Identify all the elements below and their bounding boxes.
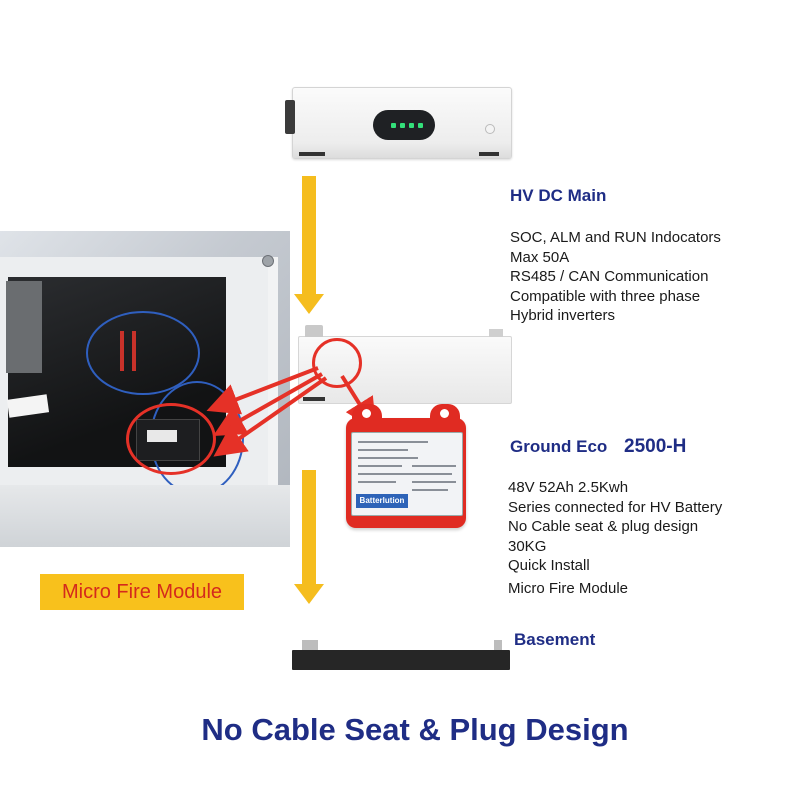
base-plate	[0, 485, 290, 547]
mounting-ear	[430, 404, 460, 424]
basement-title: Basement	[514, 630, 596, 649]
top-tab	[302, 640, 318, 650]
side-connector	[285, 100, 295, 134]
spec-item: RS485 / CAN Communication	[510, 268, 709, 285]
spec-item: 48V 52Ah 2.5Kwh	[508, 479, 629, 496]
down-arrow-icon	[294, 584, 324, 604]
brand-label: Batterlution	[356, 494, 408, 508]
power-button	[485, 124, 495, 134]
hv-dc-main-title: HV DC Main	[510, 186, 607, 205]
spec-item: 30KG	[508, 537, 547, 555]
micro-fire-module-label: Batterlution	[346, 404, 466, 528]
top-tab	[494, 640, 502, 650]
ground-eco-name: Ground Eco	[510, 437, 608, 456]
spec-item: Series connected for HV Battery	[508, 498, 723, 516]
led-indicator	[391, 123, 396, 128]
unit-bottom-strip	[293, 144, 511, 158]
ground-eco-title: Ground Eco 2500-H	[510, 436, 686, 458]
red-wire	[132, 331, 136, 371]
callout-arrow	[213, 376, 328, 457]
circuit-board	[6, 281, 42, 373]
vent-slot	[299, 152, 325, 156]
spec-sticker: Batterlution	[351, 432, 463, 516]
led-display	[373, 110, 435, 140]
callout-arrow	[206, 366, 319, 415]
vent-slot	[303, 397, 325, 401]
top-tab	[489, 329, 503, 337]
callout-arrow	[213, 372, 323, 436]
red-wire	[120, 331, 124, 371]
arrow-shaft	[302, 470, 316, 586]
top-tab	[305, 325, 323, 337]
arrow-shaft	[302, 176, 316, 296]
callout-circle-small	[312, 338, 362, 388]
ground-eco-specs: 48V 52Ah 2.5Kwh Series connected for HV …	[508, 478, 722, 598]
spec-item: Quick Install	[508, 557, 590, 574]
micro-fire-module-badge: Micro Fire Module	[40, 574, 244, 610]
screw-icon	[262, 255, 274, 267]
led-indicator	[409, 123, 414, 128]
mounting-ear	[352, 404, 382, 424]
hv-dc-main-specs: SOC, ALM and RUN Indocators Max 50A RS48…	[510, 228, 721, 326]
vent-slot	[479, 152, 499, 156]
spec-item: Max 50A	[510, 248, 570, 266]
led-indicator	[418, 123, 423, 128]
hv-dc-main-unit	[285, 87, 512, 159]
blue-wire	[86, 311, 200, 395]
basement-unit	[292, 640, 510, 670]
down-arrow-icon	[294, 294, 324, 314]
spec-item: Hybrid inverters	[510, 307, 616, 324]
spec-item: SOC, ALM and RUN Indocators	[510, 229, 721, 246]
spec-item: Compatible with three phase	[510, 287, 701, 305]
ground-eco-model: 2500-H	[624, 436, 687, 457]
footer-title: No Cable Seat & Plug Design	[201, 712, 629, 747]
led-indicator	[400, 123, 405, 128]
spec-item: No Cable seat & plug design	[508, 518, 699, 535]
spec-item: Micro Fire Module	[508, 579, 629, 597]
